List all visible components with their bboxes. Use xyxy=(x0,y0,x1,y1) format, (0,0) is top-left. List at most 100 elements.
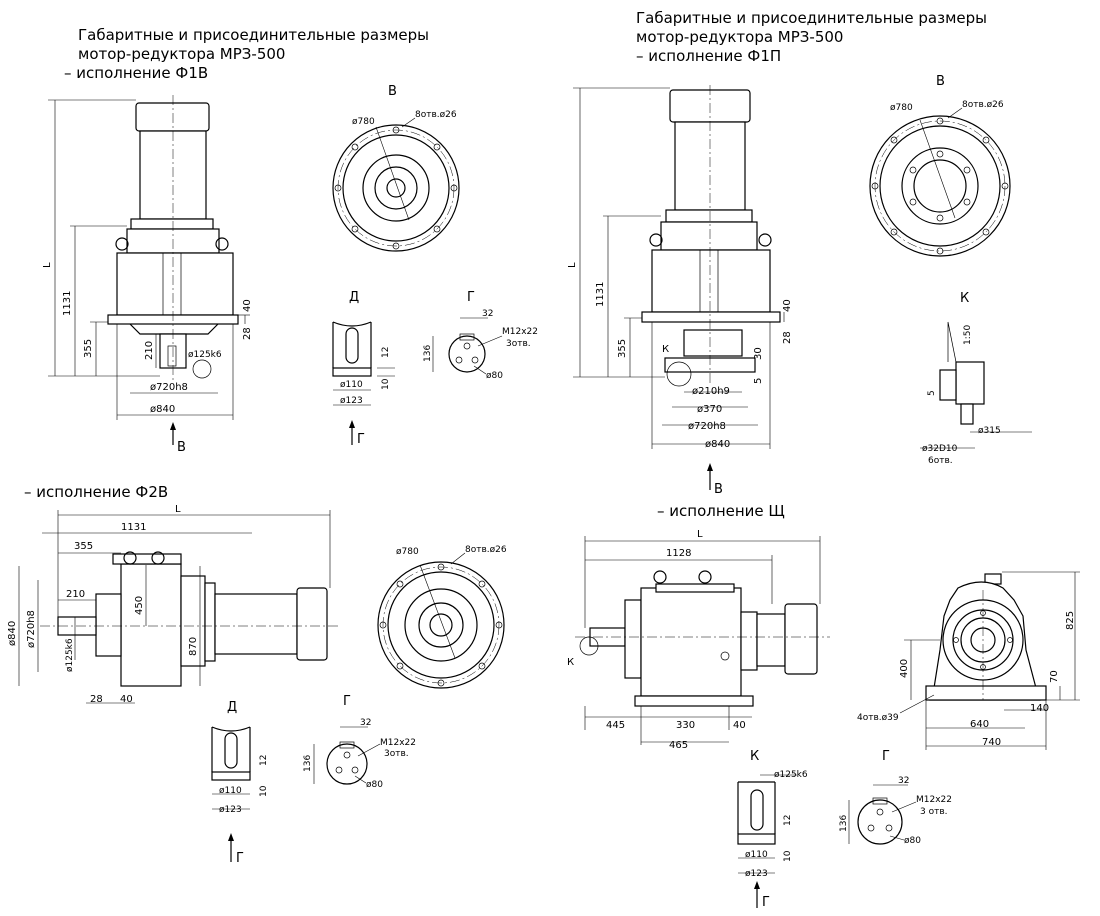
f2v-dim-450: 450 xyxy=(134,596,145,615)
f2v-dim-d125: ø125k6 xyxy=(65,638,75,672)
f1v-dim-L: L xyxy=(42,262,53,268)
f1v-view-g: Г 32 136 М12х22 3отв. ø80 xyxy=(423,290,538,381)
shch-dim-465: 465 xyxy=(669,740,688,751)
shch-view-g: Г 32 136 М12х22 3 отв. ø80 xyxy=(839,749,952,846)
view-shch: – исполнение Щ К L 1128 445 330 40 465 xyxy=(567,502,830,751)
shch-view-g-thread: М12х22 xyxy=(916,795,952,805)
shch-dim-1128: 1128 xyxy=(666,548,691,559)
f1p-dim-L: L xyxy=(567,262,578,268)
shch-end-holes: 4отв.ø39 xyxy=(857,713,899,723)
f1v-title-line1: Габаритные и присоединительные размеры xyxy=(78,26,429,44)
f2v-view-g-136: 136 xyxy=(303,755,313,772)
f2v-dim-d720: ø720h8 xyxy=(26,610,37,648)
f1v-title-line3: – исполнение Ф1В xyxy=(64,64,208,82)
f1p-arrow-label: В xyxy=(714,482,723,497)
f1p-adapter xyxy=(660,221,758,251)
f1p-gear-housing xyxy=(651,249,771,313)
shch-end-dim-825: 825 xyxy=(1065,611,1076,630)
f2v-view-d-10: 10 xyxy=(259,785,269,797)
f2v-dim-210: 210 xyxy=(66,589,85,600)
f1v-view-g-thread: М12х22 xyxy=(502,327,538,337)
f1v-view-d: Д 12 10 ø110 ø123 Г xyxy=(332,290,395,447)
f1v-view-d-label: Д xyxy=(349,290,359,305)
f2v-dim-355: 355 xyxy=(74,541,93,552)
f2v-view-d-12: 12 xyxy=(259,755,269,766)
f1v-view-b-d780: ø780 xyxy=(352,117,375,127)
shch-view-k-d123: ø123 xyxy=(745,869,768,879)
f1p-view-b-flange xyxy=(869,115,1011,257)
f1v-dim-d720: ø720h8 xyxy=(150,382,188,393)
f1v-view-d-10: 10 xyxy=(381,378,391,390)
f1p-motor-flange xyxy=(665,209,753,223)
f1p-dim-d720: ø720h8 xyxy=(688,421,726,432)
f2v-view-d-arrow: Г xyxy=(236,851,244,866)
f1v-view-g-label: Г xyxy=(467,290,475,305)
f2v-motor-flange xyxy=(204,582,216,662)
f2v-view-g-32: 32 xyxy=(360,718,371,728)
f2v-motor-cap xyxy=(296,587,328,661)
shch-end-foot xyxy=(925,685,1047,701)
f1v-title-line2: мотор-редуктора МРЗ-500 xyxy=(78,45,285,63)
f1v-motor-cap xyxy=(135,102,210,132)
view-f1v: Габаритные и присоединительные размеры м… xyxy=(42,26,429,455)
f1v-dim-210: 210 xyxy=(144,341,155,360)
shch-end-dim-640: 640 xyxy=(970,719,989,730)
shch-k-label: К xyxy=(567,657,574,668)
shch-dim-445: 445 xyxy=(606,720,625,731)
f1p-view-k-holes: 6отв. xyxy=(928,456,953,466)
f1v-view-d-12: 12 xyxy=(381,347,391,358)
f1v-view-g-136: 136 xyxy=(423,345,433,362)
shch-gear-housing xyxy=(640,587,742,697)
f1v-dim-28: 28 xyxy=(242,327,253,340)
f1p-view-b: В ø780 8отв.ø26 xyxy=(869,74,1011,257)
f1v-gear-housing xyxy=(116,252,234,316)
f1p-view-k-flange-section xyxy=(955,361,985,405)
f2v-view-b-flange xyxy=(377,561,505,689)
shch-dim-330: 330 xyxy=(676,720,695,731)
shch-view-k-d125: ø125k6 xyxy=(774,770,808,780)
f1v-view-g-shaft-end xyxy=(448,335,486,373)
f2v-adapter xyxy=(180,575,206,667)
f1v-dim-355: 355 xyxy=(83,339,94,358)
f1p-k-label: К xyxy=(662,344,669,355)
f1p-dim-d210: ø210h9 xyxy=(692,386,730,397)
f2v-dim-L: L xyxy=(175,504,181,515)
f1v-dim-1131: 1131 xyxy=(62,291,73,316)
f2v-dim-40: 40 xyxy=(120,694,133,705)
shch-motor-body xyxy=(784,603,818,675)
shch-end-dim-70: 70 xyxy=(1049,670,1060,683)
f2v-view-d-d110: ø110 xyxy=(219,786,242,796)
f1p-title-line2: мотор-редуктора МРЗ-500 xyxy=(636,28,843,46)
f1v-view-d-d123: ø123 xyxy=(340,396,363,406)
f2v-view-g: Г 32 136 М12х22 3отв. ø80 xyxy=(303,694,416,790)
f2v-view-g-shaft-end xyxy=(326,743,368,785)
f1v-detail-d-callout xyxy=(192,359,212,379)
f1v-view-d-arrow: Г xyxy=(357,432,365,447)
f1v-arrow-label: В xyxy=(177,440,186,455)
f1p-dim-d370: ø370 xyxy=(697,404,722,415)
shch-end-dim-740: 740 xyxy=(982,737,1001,748)
shch-view-g-thread-n: 3 отв. xyxy=(920,807,948,817)
shch-end-dim-400: 400 xyxy=(899,659,910,678)
f2v-dim-28: 28 xyxy=(90,694,103,705)
f1p-view-k: К 1:50 5 ø315 ø32D10 6отв. xyxy=(920,291,1032,466)
f1p-view-b-d780: ø780 xyxy=(890,103,913,113)
f1v-dim-d840: ø840 xyxy=(150,404,175,415)
f1v-view-d-d110: ø110 xyxy=(340,380,363,390)
f1p-detail-k-callout xyxy=(666,361,692,387)
shch-end-view: 400 825 70 140 640 740 4отв.ø39 xyxy=(857,571,1080,750)
f2v-motor-body xyxy=(214,593,298,655)
shch-view-g-136: 136 xyxy=(839,815,849,832)
f2v-view-d-d123: ø123 xyxy=(219,805,242,815)
f1p-dim-40: 40 xyxy=(782,299,793,312)
f1v-view-g-thread-n: 3отв. xyxy=(506,339,531,349)
f1v-dim-40: 40 xyxy=(242,299,253,312)
shch-view-g-d80: ø80 xyxy=(904,836,921,846)
shch-view-k-label: К xyxy=(750,749,759,764)
shch-end-dim-140: 140 xyxy=(1030,703,1049,714)
f1v-lift-eye-left xyxy=(115,237,129,251)
f1p-view-k-5: 5 xyxy=(927,390,937,396)
shch-view-k-d110: ø110 xyxy=(745,850,768,860)
f1p-hub xyxy=(683,329,743,357)
